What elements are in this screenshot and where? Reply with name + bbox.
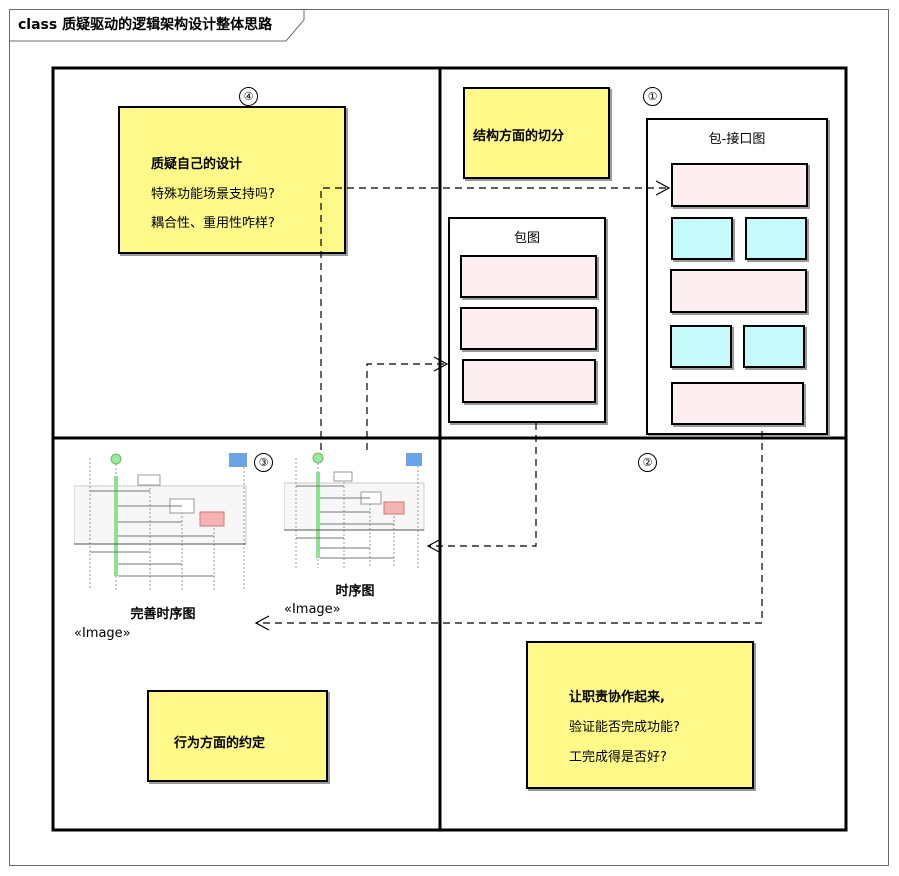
arrow-package-interface-to-refined-sequence	[257, 431, 763, 624]
design-question-note[interactable]: 质疑自己的设计 特殊功能场景支持吗? 耦合性、重用性咋样?	[118, 106, 346, 254]
sequence-stereotype: «Image»	[284, 602, 341, 617]
design-question-line-3: 耦合性、重用性咋样?	[151, 216, 275, 231]
package-element[interactable]	[671, 163, 808, 207]
arrow-head	[433, 356, 449, 372]
sequence-caption: 时序图	[335, 584, 375, 599]
frame-title-text: 质疑驱动的逻辑架构设计整体思路	[62, 17, 273, 33]
collaboration-note[interactable]: 让职责协作起来, 验证能否完成功能? 工完成得是否好?	[526, 641, 754, 789]
arrow-head	[426, 538, 442, 554]
package-element[interactable]	[670, 269, 807, 313]
arrow-sequence-to-package-interface	[320, 187, 668, 450]
interface-element[interactable]	[745, 217, 807, 260]
quadrant-2-marker: ②	[638, 453, 657, 472]
arrow-package-to-sequence	[429, 423, 537, 547]
behavior-agreement-title: 行为方面的约定	[174, 736, 266, 751]
sequence-image[interactable]	[284, 450, 426, 570]
package-element[interactable]	[460, 307, 597, 350]
quadrant-1-marker: ①	[643, 87, 662, 106]
interface-element[interactable]	[743, 325, 805, 368]
structure-split-title: 结构方面的切分	[473, 129, 565, 144]
collaboration-line-3: 工完成得是否好?	[569, 750, 667, 765]
structure-split-note[interactable]: 结构方面的切分	[463, 87, 610, 179]
refined-sequence-image[interactable]	[74, 450, 252, 593]
quadrant-3-marker: ③	[254, 453, 273, 472]
frame-title: class 质疑驱动的逻辑架构设计整体思路	[18, 14, 272, 34]
frame-tab	[10, 10, 305, 42]
frame-kind: class	[18, 17, 58, 33]
collaboration-line-1: 让职责协作起来,	[569, 690, 665, 705]
refined-sequence-stereotype: «Image»	[74, 626, 131, 641]
collaboration-line-2: 验证能否完成功能?	[569, 720, 680, 735]
sequence-thumbnail-graphic	[74, 453, 247, 590]
diagram-frame: class 质疑驱动的逻辑架构设计整体思路	[9, 9, 889, 866]
design-question-line-1: 质疑自己的设计	[151, 157, 243, 172]
arrow-head	[655, 180, 671, 196]
package-diagram-label: 包图	[513, 231, 540, 246]
interface-element[interactable]	[670, 325, 732, 368]
design-question-line-2: 特殊功能场景支持吗?	[151, 187, 275, 202]
package-interface-label: 包-接口图	[708, 132, 766, 147]
sequence-thumbnail-graphic	[284, 452, 425, 568]
package-element[interactable]	[462, 359, 596, 403]
arrow-sequence-to-package	[366, 363, 446, 450]
package-element[interactable]	[671, 382, 804, 425]
package-element[interactable]	[460, 255, 597, 298]
refined-sequence-caption: 完善时序图	[130, 607, 196, 622]
quadrant-4-marker: ④	[239, 87, 258, 106]
behavior-agreement-note[interactable]: 行为方面的约定	[147, 690, 328, 782]
arrow-head	[254, 615, 270, 631]
interface-element[interactable]	[671, 217, 733, 260]
